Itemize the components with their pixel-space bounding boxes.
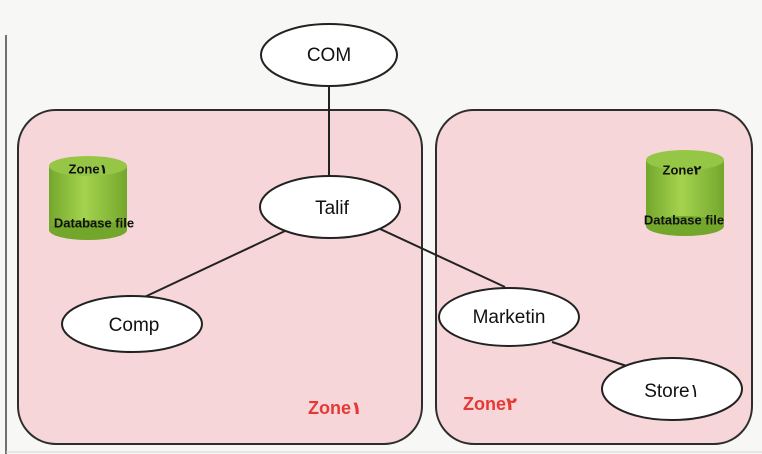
node-com-label: COM bbox=[307, 45, 351, 66]
zone1-database-bottom bbox=[49, 220, 127, 240]
zone1-database-file-label: Database file bbox=[54, 215, 134, 230]
link-marketin-store bbox=[551, 341, 634, 369]
zone2-database-body bbox=[646, 160, 724, 226]
zone1-label: Zone۱ bbox=[308, 398, 362, 418]
node-marketin bbox=[438, 287, 580, 347]
node-store-label: Store۱ bbox=[644, 381, 700, 402]
node-store bbox=[601, 357, 743, 421]
node-talif bbox=[259, 175, 401, 239]
node-comp bbox=[61, 295, 203, 353]
zone1-database-top bbox=[49, 156, 127, 176]
link-talif-marketin bbox=[377, 227, 506, 288]
link-talif-comp bbox=[135, 230, 286, 302]
node-com bbox=[260, 23, 398, 87]
zone2-label: Zone۲ bbox=[463, 394, 517, 414]
node-talif-label: Talif bbox=[315, 198, 350, 219]
zone2-database-icon: Zone۲ Database file bbox=[644, 150, 724, 236]
zone2-database-top bbox=[646, 150, 724, 170]
zone1-database-icon: Zone۱ Database file bbox=[49, 156, 134, 240]
zone2-database-zone-label: Zone۲ bbox=[663, 162, 702, 177]
zone1-database-zone-label: Zone۱ bbox=[69, 161, 108, 176]
node-comp-label: Comp bbox=[109, 315, 160, 336]
node-marketin-label: Marketin bbox=[473, 307, 546, 328]
zone2-database-file-label: Database file bbox=[644, 212, 724, 227]
zone1-database-body bbox=[49, 166, 127, 230]
zone2-database-bottom bbox=[646, 216, 724, 236]
